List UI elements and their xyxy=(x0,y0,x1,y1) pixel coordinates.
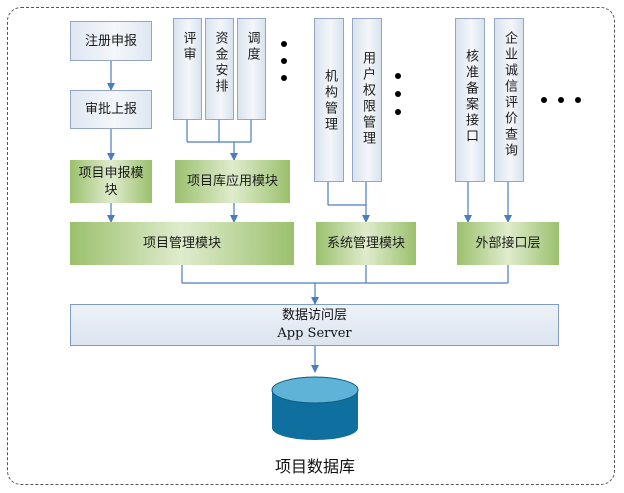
ellipsis-dot xyxy=(575,97,581,103)
box-shenpi-shangbao: 审批上报 xyxy=(70,90,152,129)
module-xiangmu-guanli: 项目管理模块 xyxy=(70,222,294,265)
ellipsis-dot xyxy=(395,91,401,97)
module-xitong-guanli: 系统管理模块 xyxy=(316,222,416,265)
box-yonghu-quanxian: 用户权限管理 xyxy=(352,18,382,182)
ellipsis-dot xyxy=(281,75,287,81)
module-xiangmuku-yingyong: 项目库应用模块 xyxy=(175,160,290,203)
box-hezhun-beian: 核准备案接口 xyxy=(455,18,485,182)
database-icon xyxy=(271,376,359,440)
app-server-label: App Server xyxy=(277,326,352,341)
box-jigou-guanli: 机构管理 xyxy=(314,18,344,182)
box-zijin-anpai: 资金安排 xyxy=(205,18,234,120)
data-access-title: 数据访问层 xyxy=(281,308,347,323)
box-pingshen: 评审 xyxy=(173,18,202,120)
ellipsis-dot xyxy=(395,73,401,79)
database-label: 项目数据库 xyxy=(274,457,355,476)
module-xiangmu-shenbao: 项目申报模块 xyxy=(70,160,152,203)
ellipsis-dot xyxy=(541,97,547,103)
box-tiaodu: 调度 xyxy=(237,18,266,120)
data-access-layer: 数据访问层 App Server xyxy=(70,304,559,346)
box-qiye-chengxin: 企业诚信评价查询 xyxy=(494,18,524,182)
ellipsis-dot xyxy=(281,41,287,47)
ellipsis-dot xyxy=(395,109,401,115)
box-zhuce-shenbao: 注册申报 xyxy=(70,21,152,61)
ellipsis-dot xyxy=(558,97,564,103)
ellipsis-dot xyxy=(281,58,287,64)
module-waibu-jiekou: 外部接口层 xyxy=(457,222,559,265)
